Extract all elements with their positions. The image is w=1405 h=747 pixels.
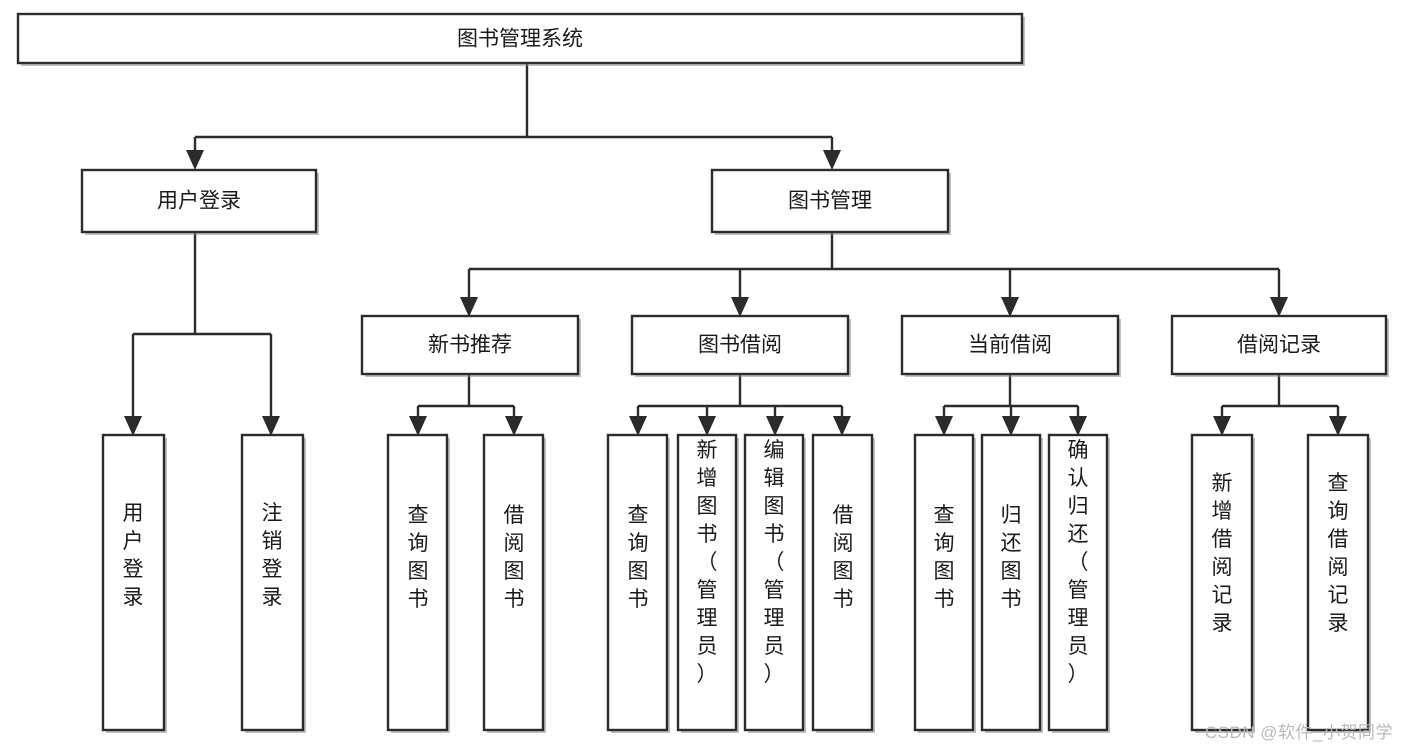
arrow-to-book-borrow — [731, 297, 749, 317]
leaf-logout-label: 注销登录 — [262, 502, 283, 609]
arrow-to-leaf-add-book — [698, 416, 716, 436]
user-login-box[interactable] — [80, 168, 318, 234]
arrow-to-user-login — [186, 150, 204, 170]
new-book-rec-box[interactable] — [360, 314, 580, 376]
borrow-record-box[interactable] — [1170, 314, 1388, 376]
node-leaf-user-login[interactable]: 用户登录 — [101, 433, 167, 733]
current-borrow-label: 当前借阅 — [968, 334, 1052, 357]
leaf-borrow-book-2-label: 借阅图书 — [833, 504, 854, 611]
leaf-user-login-box[interactable] — [101, 433, 166, 732]
leaf-add-record-box[interactable] — [1190, 433, 1254, 732]
leaf-borrow-book-2-box[interactable] — [811, 433, 874, 732]
leaf-borrow-book-1-box[interactable] — [482, 433, 545, 732]
node-user-login[interactable]: 用户登录 — [80, 168, 319, 235]
user-login-label: 用户登录 — [157, 190, 241, 213]
node-leaf-confirm-return[interactable]: 确认归还（管理员） — [1047, 433, 1110, 733]
node-leaf-logout[interactable]: 注销登录 — [240, 433, 306, 733]
node-current-borrow[interactable]: 当前借阅 — [900, 314, 1121, 377]
leaf-confirm-return-label: 确认归还（管理员） — [1068, 439, 1089, 686]
node-leaf-borrow-book-2[interactable]: 借阅图书 — [811, 433, 875, 733]
node-leaf-borrow-book-1[interactable]: 借阅图书 — [482, 433, 546, 733]
node-leaf-query-record[interactable]: 查询借阅记录 — [1306, 433, 1371, 733]
leaf-edit-book-box[interactable] — [743, 433, 805, 732]
node-book-borrow[interactable]: 图书借阅 — [630, 314, 851, 377]
leaf-query-record-label: 查询借阅记录 — [1328, 472, 1349, 635]
arrow-to-leaf-query-book-2 — [629, 416, 647, 436]
arrow-to-leaf-borrow-book-2 — [833, 416, 851, 436]
node-root[interactable]: 图书管理系统 — [16, 12, 1025, 66]
arrow-to-leaf-user-login — [124, 416, 142, 436]
leaf-query-book-1-label: 查询图书 — [408, 504, 429, 611]
book-borrow-box[interactable] — [630, 314, 850, 376]
current-borrow-box[interactable] — [900, 314, 1120, 376]
arrow-to-borrow-record — [1270, 297, 1288, 317]
node-borrow-record[interactable]: 借阅记录 — [1170, 314, 1389, 377]
node-book-manage[interactable]: 图书管理 — [710, 168, 951, 235]
arrow-to-new-book-rec — [460, 297, 478, 317]
root-label: 图书管理系统 — [457, 28, 583, 51]
node-leaf-add-book[interactable]: 新增图书（管理员） — [676, 433, 739, 733]
edge-layer — [124, 63, 1347, 436]
leaf-query-book-2-box[interactable] — [606, 433, 669, 732]
node-leaf-return-book[interactable]: 归还图书 — [980, 433, 1043, 733]
root-box[interactable] — [16, 12, 1024, 65]
node-leaf-add-record[interactable]: 新增借阅记录 — [1190, 433, 1255, 733]
book-manage-label: 图书管理 — [788, 190, 872, 213]
leaf-query-book-3-box[interactable] — [913, 433, 975, 732]
leaf-add-book-label: 新增图书（管理员） — [697, 439, 718, 686]
node-leaf-query-book-3[interactable]: 查询图书 — [913, 433, 976, 733]
arrow-to-leaf-return-book — [1002, 416, 1020, 436]
node-leaf-query-book-2[interactable]: 查询图书 — [606, 433, 670, 733]
arrow-to-leaf-query-record — [1329, 416, 1347, 436]
leaf-query-book-3-label: 查询图书 — [934, 504, 955, 611]
leaf-confirm-return-box[interactable] — [1047, 433, 1109, 732]
leaf-query-book-1-box[interactable] — [386, 433, 449, 732]
book-borrow-label: 图书借阅 — [698, 334, 782, 357]
node-leaf-query-book-1[interactable]: 查询图书 — [386, 433, 450, 733]
book-manage-box[interactable] — [710, 168, 950, 234]
arrow-to-book-manage — [823, 150, 841, 170]
leaf-user-login-label: 用户登录 — [123, 502, 144, 609]
arrow-to-leaf-query-book-1 — [409, 416, 427, 436]
borrow-record-label: 借阅记录 — [1237, 334, 1321, 357]
arrow-to-leaf-edit-book — [766, 416, 784, 436]
node-layer: 图书管理系统 用户登录 图书管理 新书推荐 图书借阅 当前借阅 — [16, 12, 1389, 733]
arrow-to-leaf-logout — [262, 416, 280, 436]
arrow-to-leaf-borrow-book-1 — [505, 416, 523, 436]
arrow-to-leaf-add-record — [1213, 416, 1231, 436]
node-leaf-edit-book[interactable]: 编辑图书（管理员） — [743, 433, 806, 733]
leaf-add-book-box[interactable] — [676, 433, 738, 732]
leaf-edit-book-label: 编辑图书（管理员） — [764, 439, 785, 686]
leaf-borrow-book-1-label: 借阅图书 — [504, 504, 525, 611]
arrow-to-current-borrow — [1001, 297, 1019, 317]
new-book-rec-label: 新书推荐 — [428, 334, 512, 357]
leaf-return-book-label: 归还图书 — [1001, 504, 1022, 611]
leaf-return-book-box[interactable] — [980, 433, 1042, 732]
leaf-add-record-label: 新增借阅记录 — [1212, 472, 1233, 635]
arrow-to-leaf-query-book-3 — [935, 416, 953, 436]
arrow-to-leaf-confirm-return — [1069, 416, 1087, 436]
leaf-query-book-2-label: 查询图书 — [628, 504, 649, 611]
leaf-logout-box[interactable] — [240, 433, 305, 732]
node-new-book-rec[interactable]: 新书推荐 — [360, 314, 581, 377]
leaf-query-record-box[interactable] — [1306, 433, 1370, 732]
